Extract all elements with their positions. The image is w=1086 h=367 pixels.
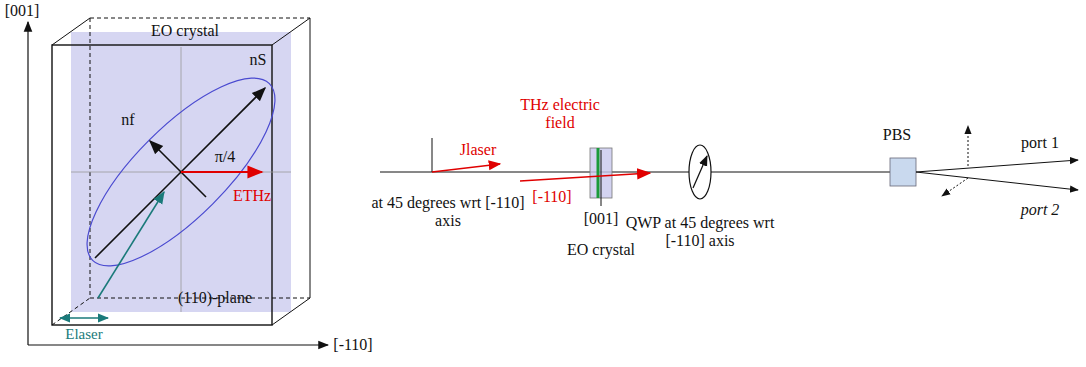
title-label: EO crystal (151, 22, 219, 40)
grid-line (71, 172, 291, 173)
part-label: PBS (883, 126, 911, 144)
port-label: port 2 (1021, 201, 1060, 219)
part-label: QWP at 45 degrees wrt [-110] axis (615, 214, 785, 251)
axes (28, 22, 328, 345)
qwp-plate (689, 145, 711, 199)
crystal-layer (597, 148, 600, 198)
port1-pol (968, 126, 969, 166)
field-label: Jlaser (460, 141, 496, 159)
laser-k-arrow (98, 192, 164, 298)
plane-grid (71, 47, 291, 312)
axis-label: [001] (584, 210, 619, 228)
beam-line (380, 172, 900, 173)
pol-axis (432, 138, 433, 172)
axis-001 (27, 22, 28, 345)
field-label: ETHz (233, 187, 271, 205)
slow-axis-arrow (181, 88, 265, 172)
index-label: nf (121, 111, 134, 129)
grid-line (181, 47, 182, 312)
field-label: THz electric field (505, 96, 615, 133)
port2-pol (942, 178, 968, 196)
port-label: port 1 (1021, 134, 1059, 152)
part-label: EO crystal (566, 241, 636, 259)
laser-pol-arrow (60, 317, 108, 318)
qwp-axis (693, 156, 707, 188)
cube-edge (310, 18, 311, 298)
slow-axis-line (95, 172, 181, 258)
plane-110 (71, 32, 291, 312)
index-ellipse (61, 52, 301, 292)
index-label: nS (250, 51, 267, 69)
laser-pol-arrow (432, 164, 500, 172)
fast-axis-arrow (150, 141, 181, 172)
port1-beam (916, 160, 1078, 172)
cube-edge (52, 298, 90, 325)
thz-beam-arrow (520, 173, 650, 181)
cube-edge (90, 18, 310, 19)
fast-axis-line (181, 172, 206, 197)
pbs-cube (890, 158, 916, 186)
note-label: at 45 degrees wrt [-110] axis (368, 194, 528, 231)
thz-field-arrow (181, 171, 262, 173)
axis-110 (28, 344, 328, 345)
plane-label: (110)-plane (178, 289, 252, 307)
cube-edge (52, 18, 90, 45)
beam (380, 138, 900, 172)
axis-label: [-110] (532, 188, 571, 206)
axis-label: [001] (5, 2, 40, 20)
field-label: Elaser (65, 326, 102, 343)
index-axes (95, 88, 265, 258)
cube-edge (272, 18, 310, 45)
port2-beam (916, 172, 1078, 190)
crystal-cube (52, 18, 310, 325)
crystal-axis (601, 150, 602, 206)
axis-label: [-110] (333, 336, 372, 354)
angle-label: π/4 (215, 148, 236, 166)
cube-front (52, 45, 272, 325)
cube-edge (272, 298, 310, 325)
